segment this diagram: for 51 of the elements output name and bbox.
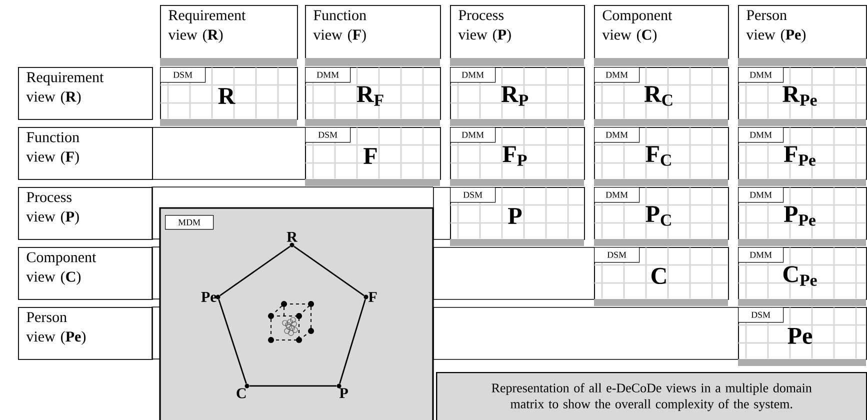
matrix-symbol: P$_{C}$ [646, 206, 671, 226]
matrix-tag: DMM [738, 67, 784, 83]
matrix-symbol: C$_{Pe}$ [783, 266, 817, 286]
matrix-symbol: F$_{C}$ [646, 146, 671, 166]
pentagon-side [218, 299, 247, 384]
matrix-tag: DMM [738, 186, 784, 203]
matrix-tag: DMM [738, 127, 784, 143]
matrix-symbol: R$_{Pe}$ [782, 86, 817, 106]
view-header: Function view (F) [18, 127, 153, 180]
pentagon-side [294, 246, 364, 296]
matrix-symbol: P [508, 208, 522, 224]
matrix-tag: DMM [305, 67, 351, 83]
caption-box: Representation of all e-DeCoDe views in a multiple domain matrix to show the overall complexity of the system. [436, 372, 867, 420]
view-header: Process view (P) [18, 187, 153, 240]
matrix-tag: DSM [305, 127, 351, 143]
matrix-tag: DSM [450, 186, 496, 203]
matrix-symbol: R [218, 88, 236, 104]
matrix-symbol: F$_{Pe}$ [784, 146, 816, 166]
vertex-label: R [286, 232, 298, 242]
vertex-label: Pe [201, 292, 216, 302]
matrix-tag: MDM [165, 214, 214, 230]
pentagon-side [339, 299, 366, 384]
view-header: Requirement view (R) [18, 67, 153, 120]
matrix-tag: DMM [594, 186, 640, 203]
matrix-tag: DMM [738, 246, 784, 263]
matrix-tag: DMM [594, 67, 640, 83]
matrix-symbol: F$_{P}$ [502, 146, 527, 166]
view-header: Person view (Pe) [18, 307, 153, 360]
empty-band [433, 186, 451, 240]
empty-band [433, 246, 595, 300]
vertex-label: C [236, 388, 246, 398]
matrix-symbol: C [652, 268, 666, 284]
pentagon-side [249, 385, 337, 387]
empty-band [152, 127, 306, 180]
matrix-symbol: Pe [788, 328, 812, 344]
vertex-label: F [368, 292, 377, 302]
matrix-symbol: R$_{F}$ [356, 86, 384, 106]
vertex-label: P [339, 388, 348, 398]
matrix-tag: DMM [450, 127, 496, 143]
pentagon-side [220, 246, 290, 296]
matrix-tag: DSM [594, 246, 640, 263]
view-header: Component view (C) [18, 247, 153, 300]
matrix-symbol: R$_{P}$ [501, 86, 528, 106]
matrix-symbol: P$_{Pe}$ [784, 206, 816, 226]
matrix-tag: DSM [738, 306, 784, 323]
matrix-tag: DSM [160, 67, 206, 83]
matrix-symbol: F [364, 148, 377, 164]
matrix-symbol: R$_{C}$ [644, 86, 672, 106]
empty-band [433, 307, 739, 360]
matrix-tag: DMM [450, 67, 496, 83]
matrix-tag: DMM [594, 127, 640, 143]
